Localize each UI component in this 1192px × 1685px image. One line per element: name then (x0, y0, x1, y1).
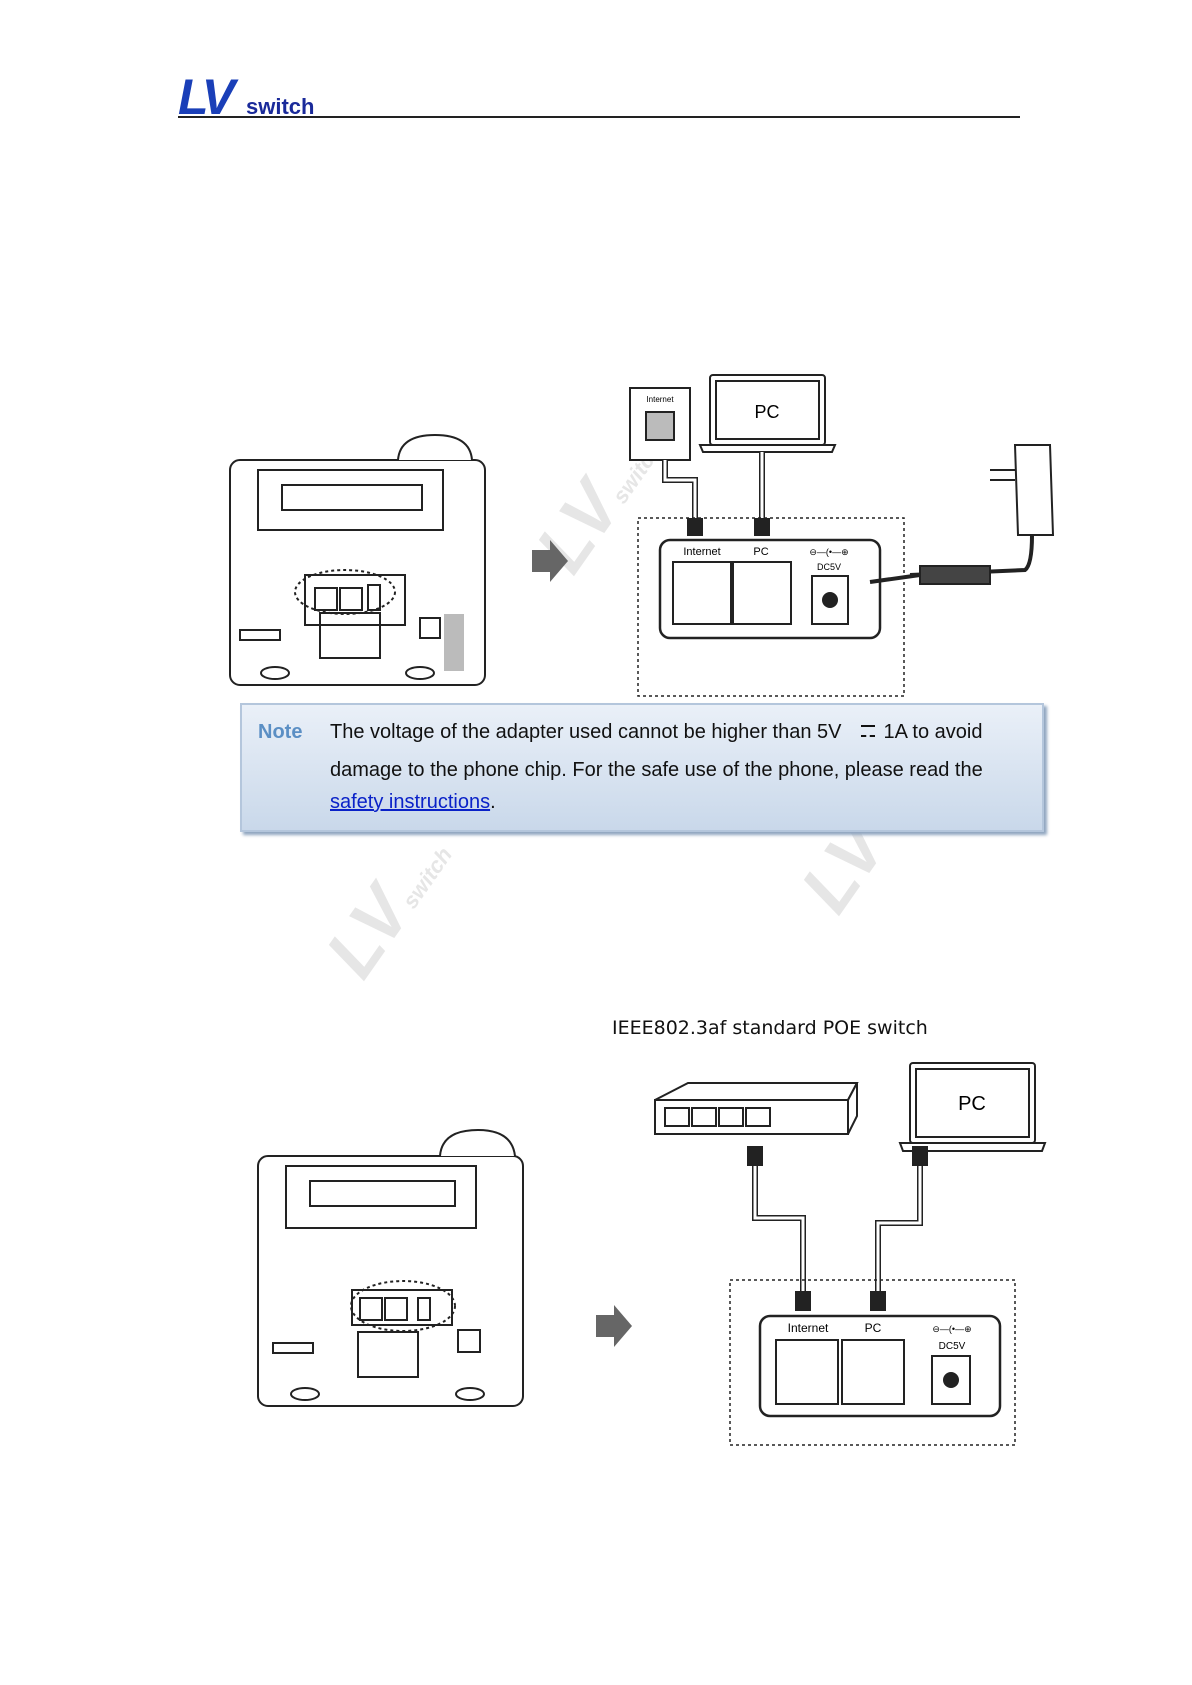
poe-switch-illustration (655, 1083, 857, 1134)
arrow-icon (596, 1305, 632, 1347)
note-label: Note (258, 721, 302, 744)
power-label: DC5V (939, 1341, 966, 1352)
power-label: DC5V (817, 562, 841, 572)
header-rule (178, 116, 1020, 118)
adapter-connection-svg: Internet PC Internet PC ⊖—(•—⊕ DC5V (220, 370, 1070, 700)
port-pc (733, 562, 791, 624)
note-line-1-end: 1A to avoid (883, 721, 982, 743)
port-pc (842, 1340, 904, 1404)
poe-connection-diagram: PC Internet PC ⊖—(•—⊕ DC5V (240, 1058, 1070, 1448)
wall-jack-label: Internet (646, 395, 674, 404)
note-line-3-end: . (490, 791, 496, 813)
port-internet-label: Internet (683, 546, 720, 558)
dc-symbol-icon (861, 725, 875, 737)
note-line-1: The voltage of the adapter used cannot b… (330, 721, 982, 744)
port-pc-label: PC (865, 1321, 882, 1335)
phone-back-illustration (230, 435, 485, 685)
logo-mark: LV (178, 72, 231, 122)
arrow-icon (532, 540, 568, 582)
port-pc-label: PC (753, 546, 768, 558)
watermark: LVswitch (310, 817, 467, 992)
poe-diagram-title: IEEE802.3af standard POE switch (612, 1017, 928, 1039)
poe-connection-svg: PC Internet PC ⊖—(•—⊕ DC5V (240, 1058, 1070, 1448)
port-internet (776, 1340, 838, 1404)
polarity-label: ⊖—(•—⊕ (932, 1324, 971, 1334)
note-box: Note The voltage of the adapter used can… (240, 703, 1044, 832)
pc-label: PC (958, 1093, 986, 1115)
power-adapter-illustration (870, 445, 1053, 584)
note-line-3: safety instructions. (330, 791, 496, 814)
polarity-label: ⊖—(•—⊕ (809, 547, 848, 557)
pc-label: PC (754, 402, 779, 422)
adapter-connection-diagram: Internet PC Internet PC ⊖—(•—⊕ DC5V (220, 370, 1070, 700)
port-internet (673, 562, 731, 624)
safety-instructions-link[interactable]: safety instructions (330, 791, 490, 813)
port-internet-label: Internet (788, 1321, 829, 1335)
note-line-2: damage to the phone chip. For the safe u… (330, 759, 983, 782)
note-line-1-text: The voltage of the adapter used cannot b… (330, 721, 841, 743)
phone-back-illustration (258, 1130, 523, 1406)
